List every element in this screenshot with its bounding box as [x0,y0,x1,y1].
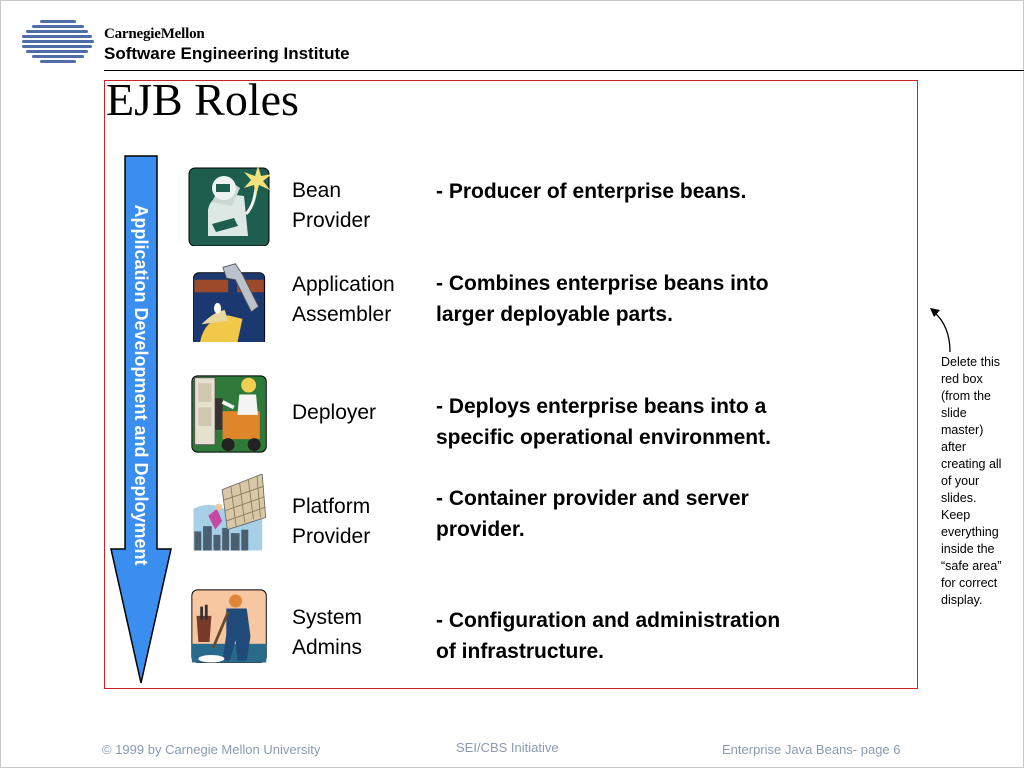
plumber-wrench-icon [193,263,266,342]
window-washer-icon [193,474,267,551]
footer-page-info: Enterprise Java Beans- page 6 [722,742,901,757]
flow-arrow [110,155,172,684]
safe-area-box[interactable] [104,80,918,689]
header-divider [104,70,1024,71]
role-desc-deployer[interactable]: - Deploys enterprise beans into a specif… [436,395,771,449]
role-name-application-assembler[interactable]: Application Assembler [292,273,395,326]
role-desc-bean-provider[interactable]: - Producer of enterprise beans. [436,180,747,203]
role-name-platform-provider[interactable]: Platform Provider [292,495,371,548]
welder-icon [188,166,272,246]
arrow-label[interactable]: Application Development and Deployment [131,204,151,566]
side-note[interactable]: Delete this red box (from the slide mast… [941,355,1002,607]
footer-initiative: SEI/CBS Initiative [456,740,559,755]
footer-copyright: © 1999 by Carnegie Mellon University [102,742,321,757]
org-name-line2: Software Engineering Institute [104,44,350,63]
page-title[interactable]: EJB Roles [106,74,299,125]
sei-striped-logo-icon [22,20,94,63]
role-name-deployer[interactable]: Deployer [292,401,377,424]
role-name-bean-provider[interactable]: Bean Provider [292,179,371,232]
role-desc-system-admins[interactable]: - Configuration and administration of in… [436,609,781,663]
note-pointer-arrow [930,308,951,353]
org-name-line1: CarnegieMellon [104,26,205,42]
role-desc-application-assembler[interactable]: - Combines enterprise beans into larger … [436,272,769,326]
role-name-system-admins[interactable]: System Admins [292,606,363,659]
forklift-worker-icon [191,375,267,453]
role-desc-platform-provider[interactable]: - Container provider and server provider… [436,487,749,541]
janitor-mop-icon [191,589,267,663]
